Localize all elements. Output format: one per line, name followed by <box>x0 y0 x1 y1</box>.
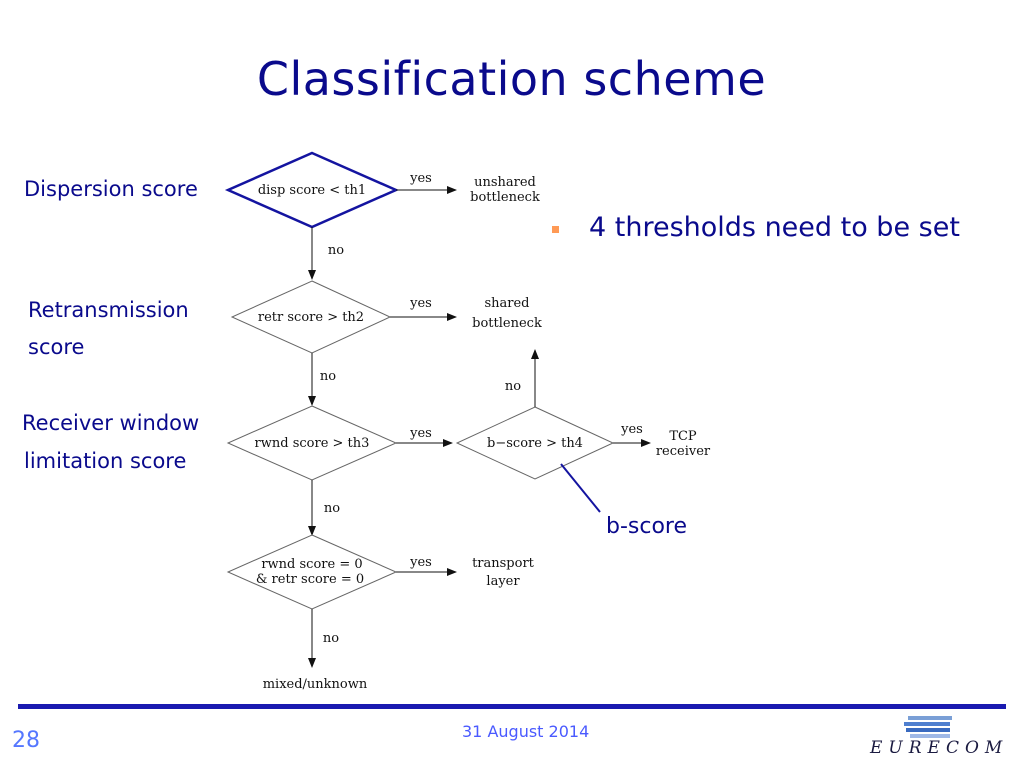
no-label-5: no <box>323 631 339 646</box>
dispersion-score-label: Dispersion score <box>24 177 198 201</box>
no-label-2: no <box>320 369 336 384</box>
outcome-transport-line2: layer <box>486 574 520 589</box>
decision-retransmission-text: retr score > th2 <box>258 310 364 325</box>
decision-zero-scores-line2: & retr score = 0 <box>256 572 364 587</box>
classification-flowchart: disp score < th1 yes unshared bottleneck… <box>224 151 711 692</box>
bscore-pointer-line <box>560 463 601 513</box>
decision-zero-scores-line1: rwnd score = 0 <box>261 557 362 572</box>
outcome-transport-line1: transport <box>472 556 535 571</box>
outcome-unshared-line1: unshared <box>474 175 536 190</box>
eurecom-logo-text: EURECOM <box>870 738 1009 758</box>
bullet-text: 4 thresholds need to be set <box>589 212 960 243</box>
outcome-shared-line2: bottleneck <box>472 316 542 331</box>
yes-label-1: yes <box>409 171 432 186</box>
footer-date: 31 August 2014 <box>462 722 590 741</box>
yes-label-2: yes <box>409 296 432 311</box>
no-label-1: no <box>328 243 344 258</box>
yes-label-3: yes <box>409 426 432 441</box>
bullet-item: 4 thresholds need to be set <box>552 212 960 243</box>
eurecom-logo-icon <box>904 716 952 738</box>
decision-rwnd-text: rwnd score > th3 <box>255 436 370 451</box>
retransmission-label-line1: Retransmission <box>28 298 189 322</box>
decision-bscore-text: b−score > th4 <box>487 436 583 451</box>
outcome-mixed-unknown: mixed/unknown <box>263 677 368 692</box>
bullet-square-icon <box>552 226 559 233</box>
outcome-shared-line1: shared <box>484 296 529 311</box>
decision-bscore <box>455 406 615 480</box>
outcome-unshared-line2: bottleneck <box>470 190 540 205</box>
slide-title: Classification scheme <box>256 52 767 106</box>
retransmission-label-line2: score <box>28 335 85 359</box>
outcome-tcp-line2: receiver <box>656 444 711 459</box>
page-number: 28 <box>12 728 40 753</box>
outcome-tcp-line1: TCP <box>669 429 697 444</box>
no-label-3: no <box>324 501 340 516</box>
footer-divider <box>18 704 1006 709</box>
receiver-window-label-line1: Receiver window <box>22 411 200 435</box>
yes-label-5: yes <box>409 555 432 570</box>
decision-dispersion-text: disp score < th1 <box>258 183 366 198</box>
b-score-label: b-score <box>606 514 688 539</box>
no-label-4: no <box>505 379 521 394</box>
yes-label-4: yes <box>620 422 643 437</box>
receiver-window-label-line2: limitation score <box>24 449 187 473</box>
